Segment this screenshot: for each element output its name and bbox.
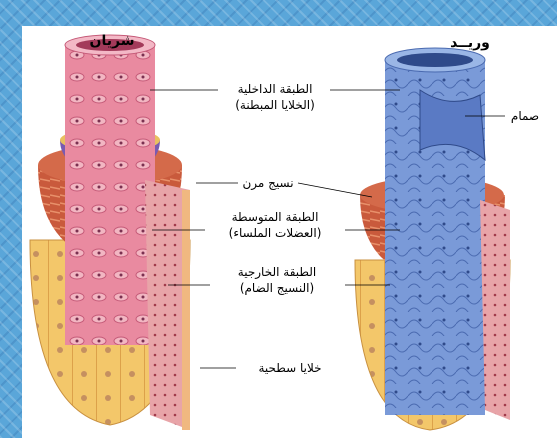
label-outer-layer-sub: (النسيج الضام) <box>240 281 314 295</box>
artery-title: شريان <box>90 33 135 49</box>
label-middle-layer: الطبقة المتوسطة <box>232 210 319 225</box>
label-elastic-tissue: نسيج مرن <box>242 176 293 191</box>
label-surface-cells: خلايا سطحية <box>258 361 321 375</box>
label-middle-layer-sub: (العضلات الملساء) <box>229 226 322 240</box>
label-inner-layer-sub: (الخلايا المبطنة) <box>235 98 315 112</box>
vein-title: وريــد <box>450 35 490 51</box>
label-outer-layer: الطبقة الخارجية <box>238 265 316 280</box>
label-inner-layer: الطبقة الداخلية <box>238 82 313 96</box>
artery-illustration <box>30 35 190 430</box>
label-valve: صمام <box>511 109 539 123</box>
vein-illustration <box>355 48 510 430</box>
